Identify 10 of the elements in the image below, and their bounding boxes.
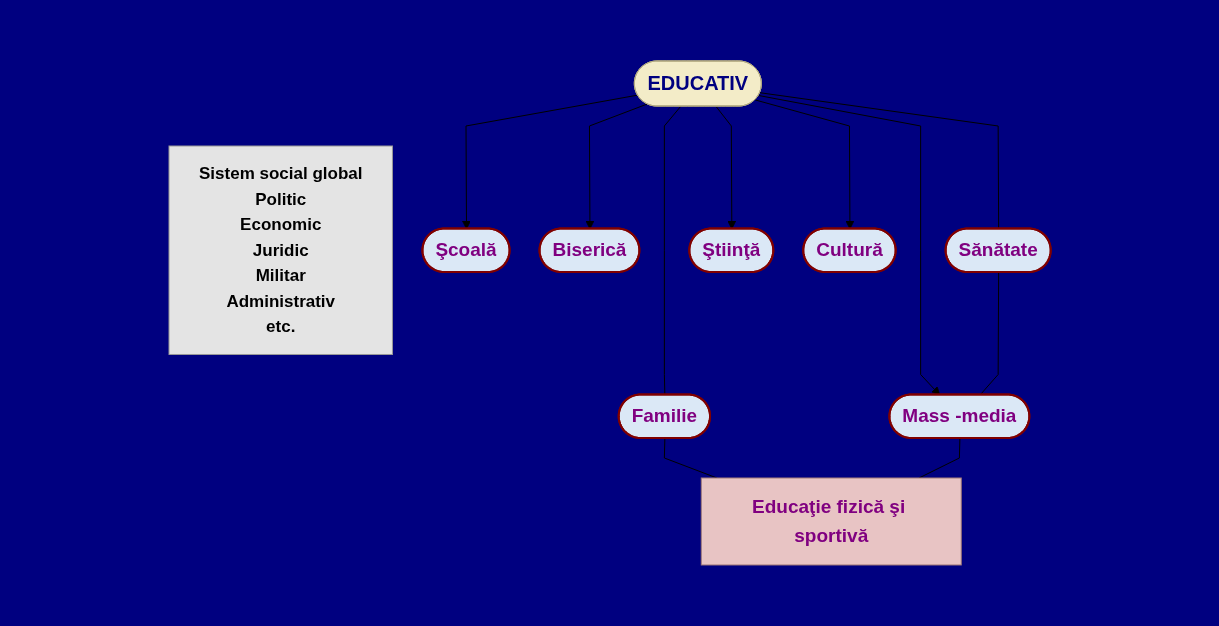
arrow: [715, 106, 736, 230]
arrow: [754, 99, 854, 230]
arrow: [585, 103, 648, 230]
arrow: [757, 95, 940, 396]
node-box: Sistem social global Politic Economic Juridic Militar Administrativ etc.: [168, 145, 393, 355]
connector: [759, 92, 999, 230]
connector: [663, 106, 681, 396]
connector: [979, 272, 999, 396]
node-box: Educaţie fizică şi sportivă: [700, 477, 962, 566]
arrow: [461, 94, 638, 230]
